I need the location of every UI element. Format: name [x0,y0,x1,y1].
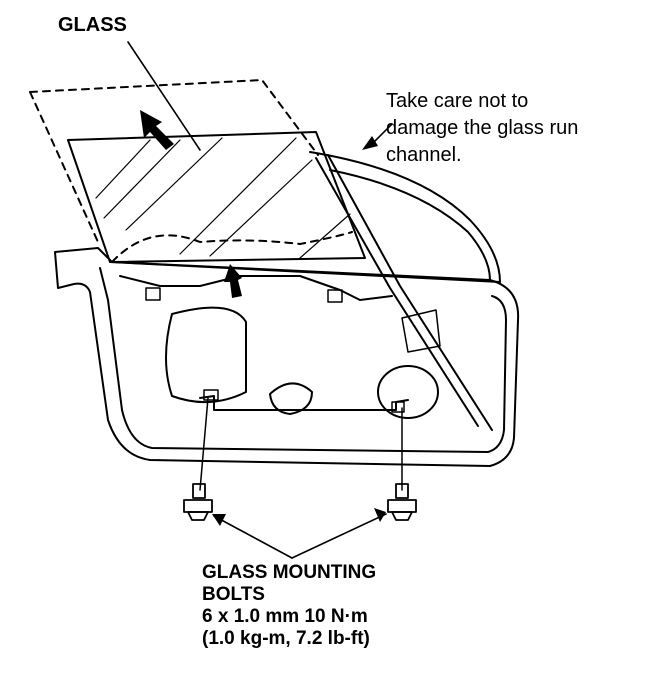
glass-raised-outline [29,79,319,156]
service-hole-large [165,306,247,404]
caution-leader [369,123,393,147]
regulator-rail [119,275,393,301]
bolts-arrowhead-right [374,508,386,522]
lower-bracket-right [391,401,405,413]
door-inner-edge [99,267,507,453]
glass-reflection-lines [95,137,351,259]
door-outer-panel [54,247,520,467]
glass-label: GLASS [58,14,127,36]
caution-arrowhead [362,136,378,150]
glass-label-leader [127,41,201,151]
bolts-spec: 6 x 1.0 mm 10 N·m [202,606,368,627]
glass-run-channel [315,157,479,427]
glass-mounting-bolt-right [387,483,417,521]
caution-line-1: Take care not to [386,90,529,112]
caution-line-2: damage the glass run [386,117,579,139]
glass-removal-arrow-upper [140,110,174,150]
regulator-bracket-right [327,289,343,303]
bolts-arrowhead-left [212,514,226,526]
glass-run-channel-frame-inner [329,169,491,281]
caution-line-3: channel. [386,144,462,166]
door-handle-pocket [401,309,441,353]
glass-raised-lower-edge [111,231,353,263]
glass-panel [67,131,366,263]
glass-run-channel-inner [327,154,493,431]
bolts-label: GLASS MOUNTING BOLTS 6 x 1.0 mm 10 N·m (… [202,562,376,650]
caution-note: Take care not to damage the glass run ch… [386,88,578,169]
glass-run-channel-frame [309,151,501,283]
lower-bracket-left [203,389,219,401]
bolts-label-leader-left [213,515,293,559]
glass-raised-outline-left [29,91,99,243]
bolts-line-1: GLASS MOUNTING [202,562,377,583]
bolt-left-leader [199,397,209,491]
door-belt-line [109,261,501,283]
glass-mounting-bolt-left [183,483,213,521]
bolts-line-2: BOLTS [202,584,265,605]
bolts-torque: (1.0 kg-m, 7.2 lb-ft) [202,628,370,649]
regulator-bracket-left [145,287,161,301]
glass-removal-arrow-lower [224,264,242,298]
service-hole-right [377,365,439,419]
service-hole-small [269,382,313,415]
bolts-label-leader-right [291,513,387,559]
